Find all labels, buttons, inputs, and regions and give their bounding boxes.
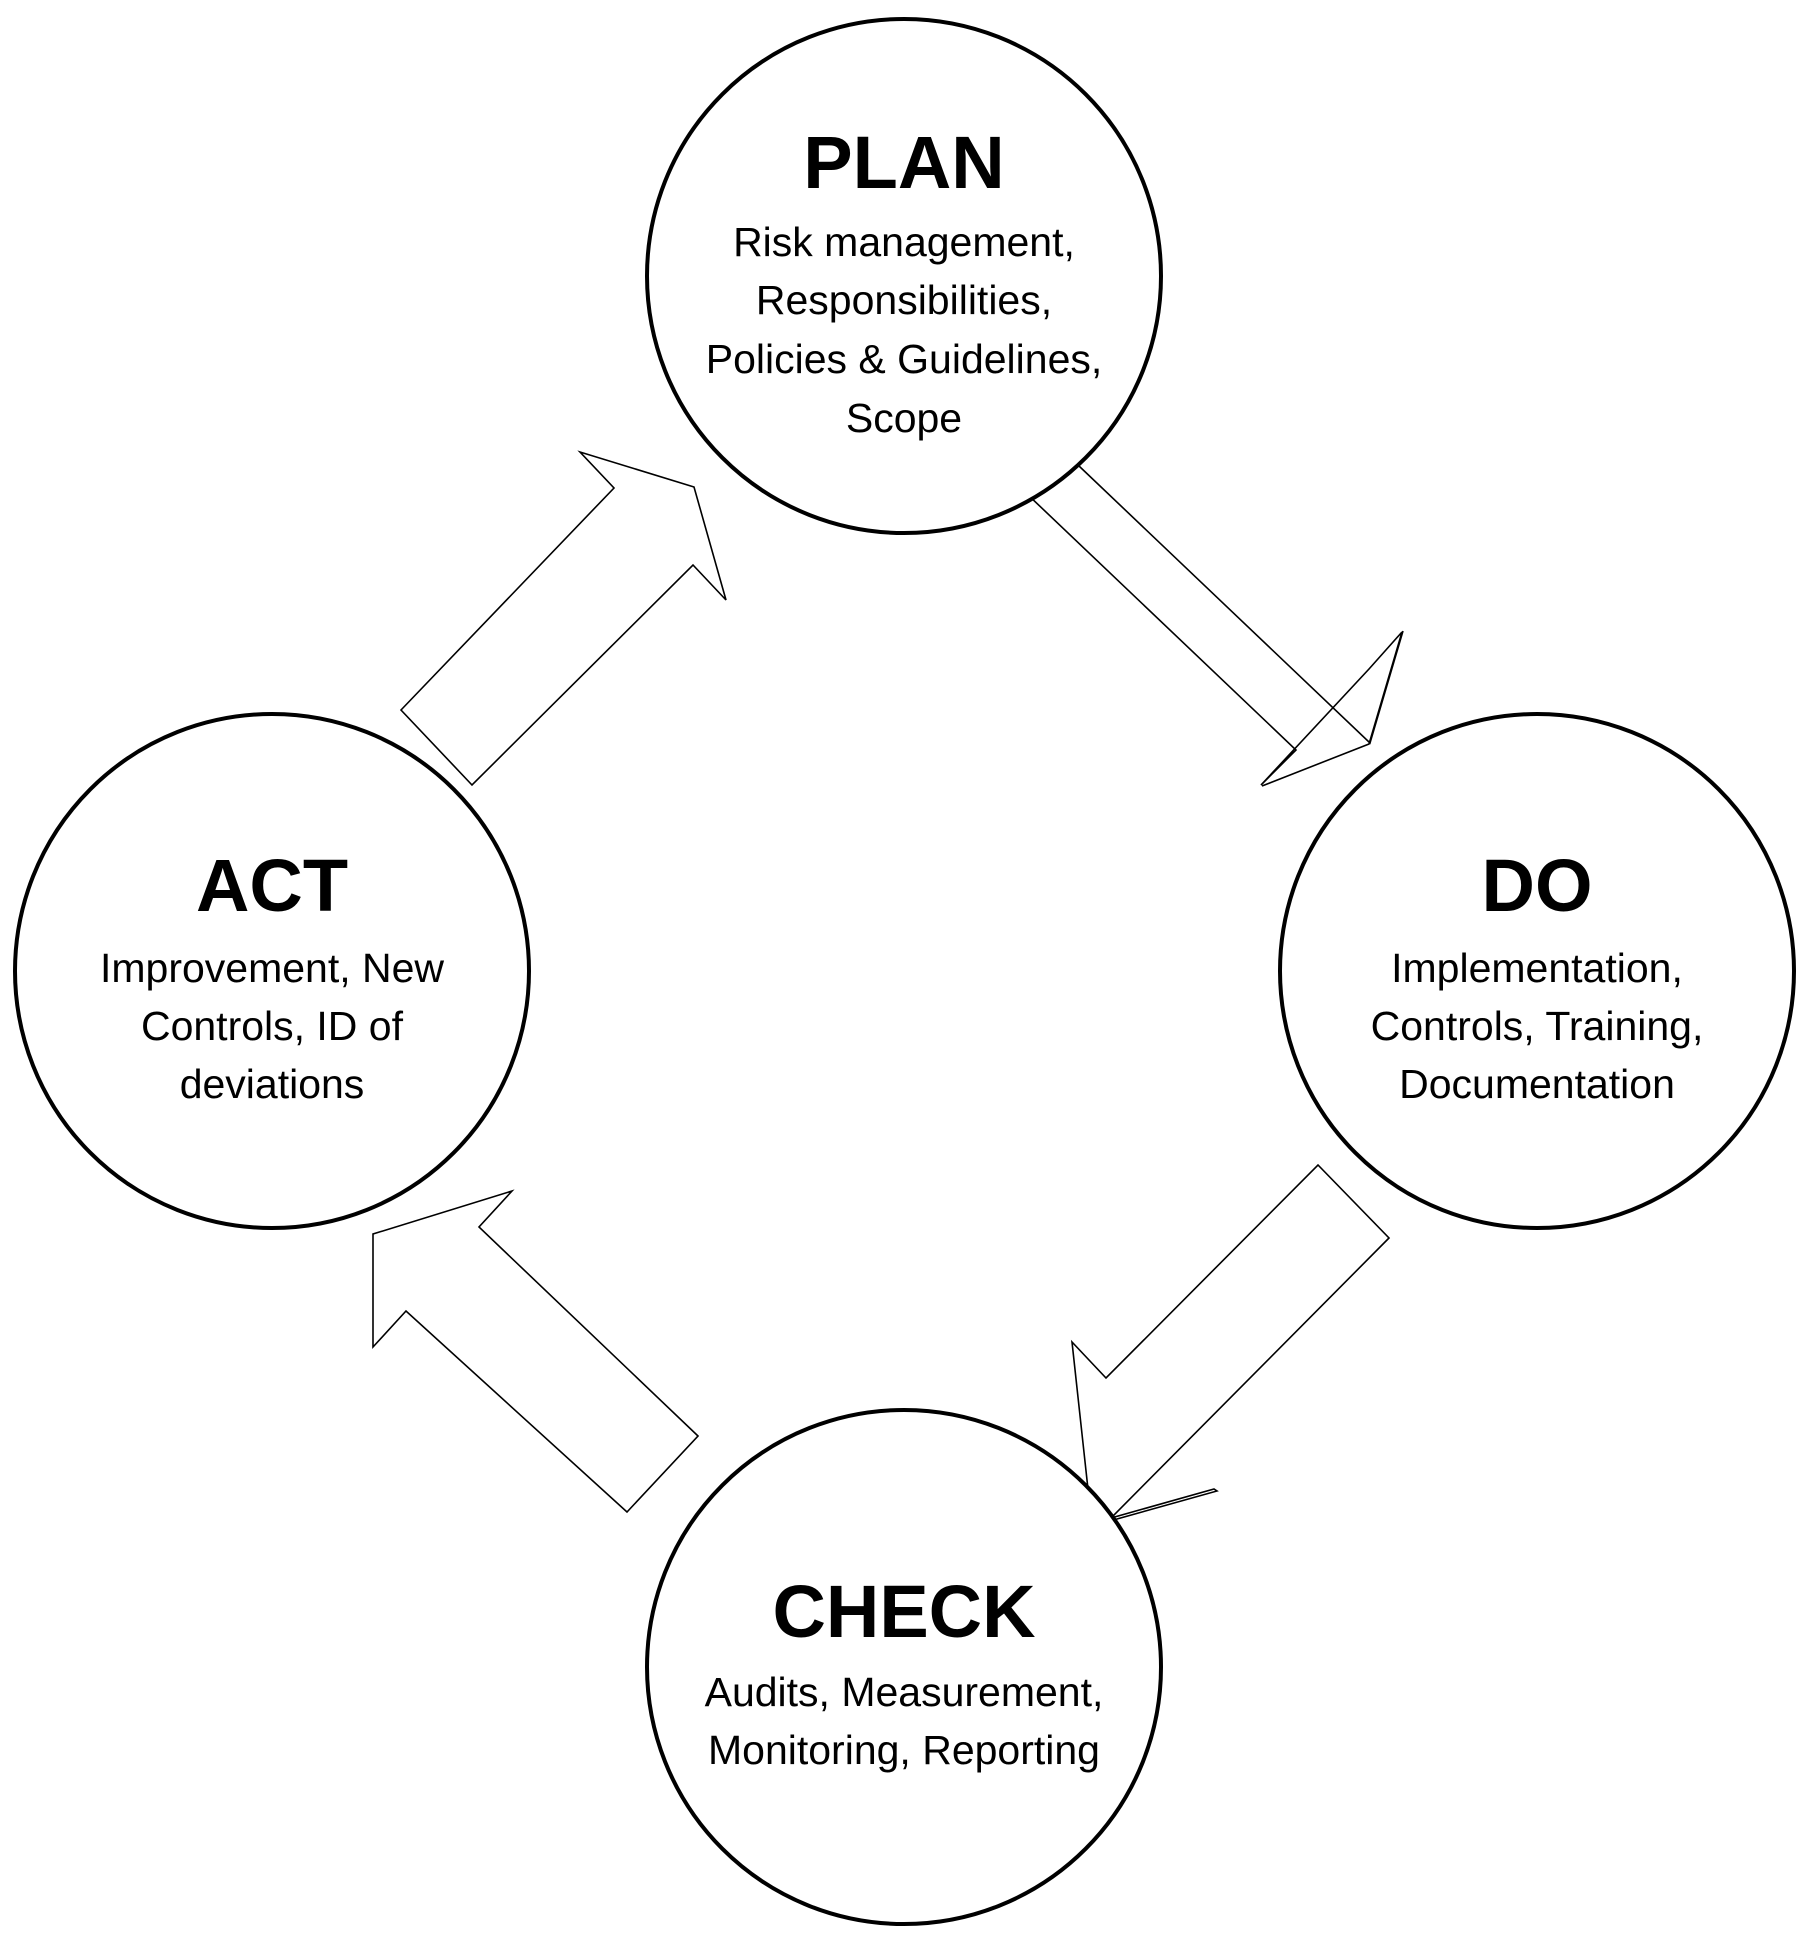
stage-check: CHECK Audits, Measurement, Monitoring, R…	[645, 1408, 1163, 1926]
stage-plan: PLAN Risk management, Responsibilities, …	[645, 17, 1163, 535]
stage-plan-title: PLAN	[803, 121, 1004, 204]
stage-do: DO Implementation, Controls, Training, D…	[1278, 712, 1796, 1230]
stage-act-line-1: Improvement, New	[100, 945, 444, 991]
stage-do-line-1: Implementation,	[1391, 945, 1683, 991]
stage-check-circle	[645, 1408, 1163, 1926]
arrow-check-to-act	[372, 1189, 700, 1514]
stage-do-line-2: Controls, Training,	[1371, 1003, 1704, 1049]
stage-plan-line-3: Policies & Guidelines,	[706, 336, 1103, 382]
stage-act-line-3: deviations	[180, 1061, 365, 1107]
arrow-do-to-check	[1070, 1163, 1391, 1528]
stage-plan-circle	[645, 17, 1163, 535]
stage-check-title: CHECK	[772, 1570, 1035, 1653]
stage-plan-line-1: Risk management,	[733, 219, 1075, 265]
stage-do-title: DO	[1482, 844, 1593, 927]
arrow-plan-to-do	[1003, 465, 1404, 787]
stage-check-line-1: Audits, Measurement,	[705, 1669, 1104, 1715]
arrow-act-to-plan	[399, 450, 727, 787]
stage-act-line-2: Controls, ID of	[141, 1003, 404, 1049]
stage-check-line-2: Monitoring, Reporting	[708, 1727, 1100, 1773]
stage-act-title: ACT	[196, 844, 348, 927]
stage-plan-line-4: Scope	[846, 395, 962, 441]
stage-act: ACT Improvement, New Controls, ID of dev…	[13, 712, 531, 1230]
stage-do-circle	[1278, 712, 1796, 1230]
stage-plan-line-2: Responsibilities,	[756, 277, 1052, 323]
stage-act-circle	[13, 712, 531, 1230]
stage-do-line-3: Documentation	[1399, 1061, 1675, 1107]
